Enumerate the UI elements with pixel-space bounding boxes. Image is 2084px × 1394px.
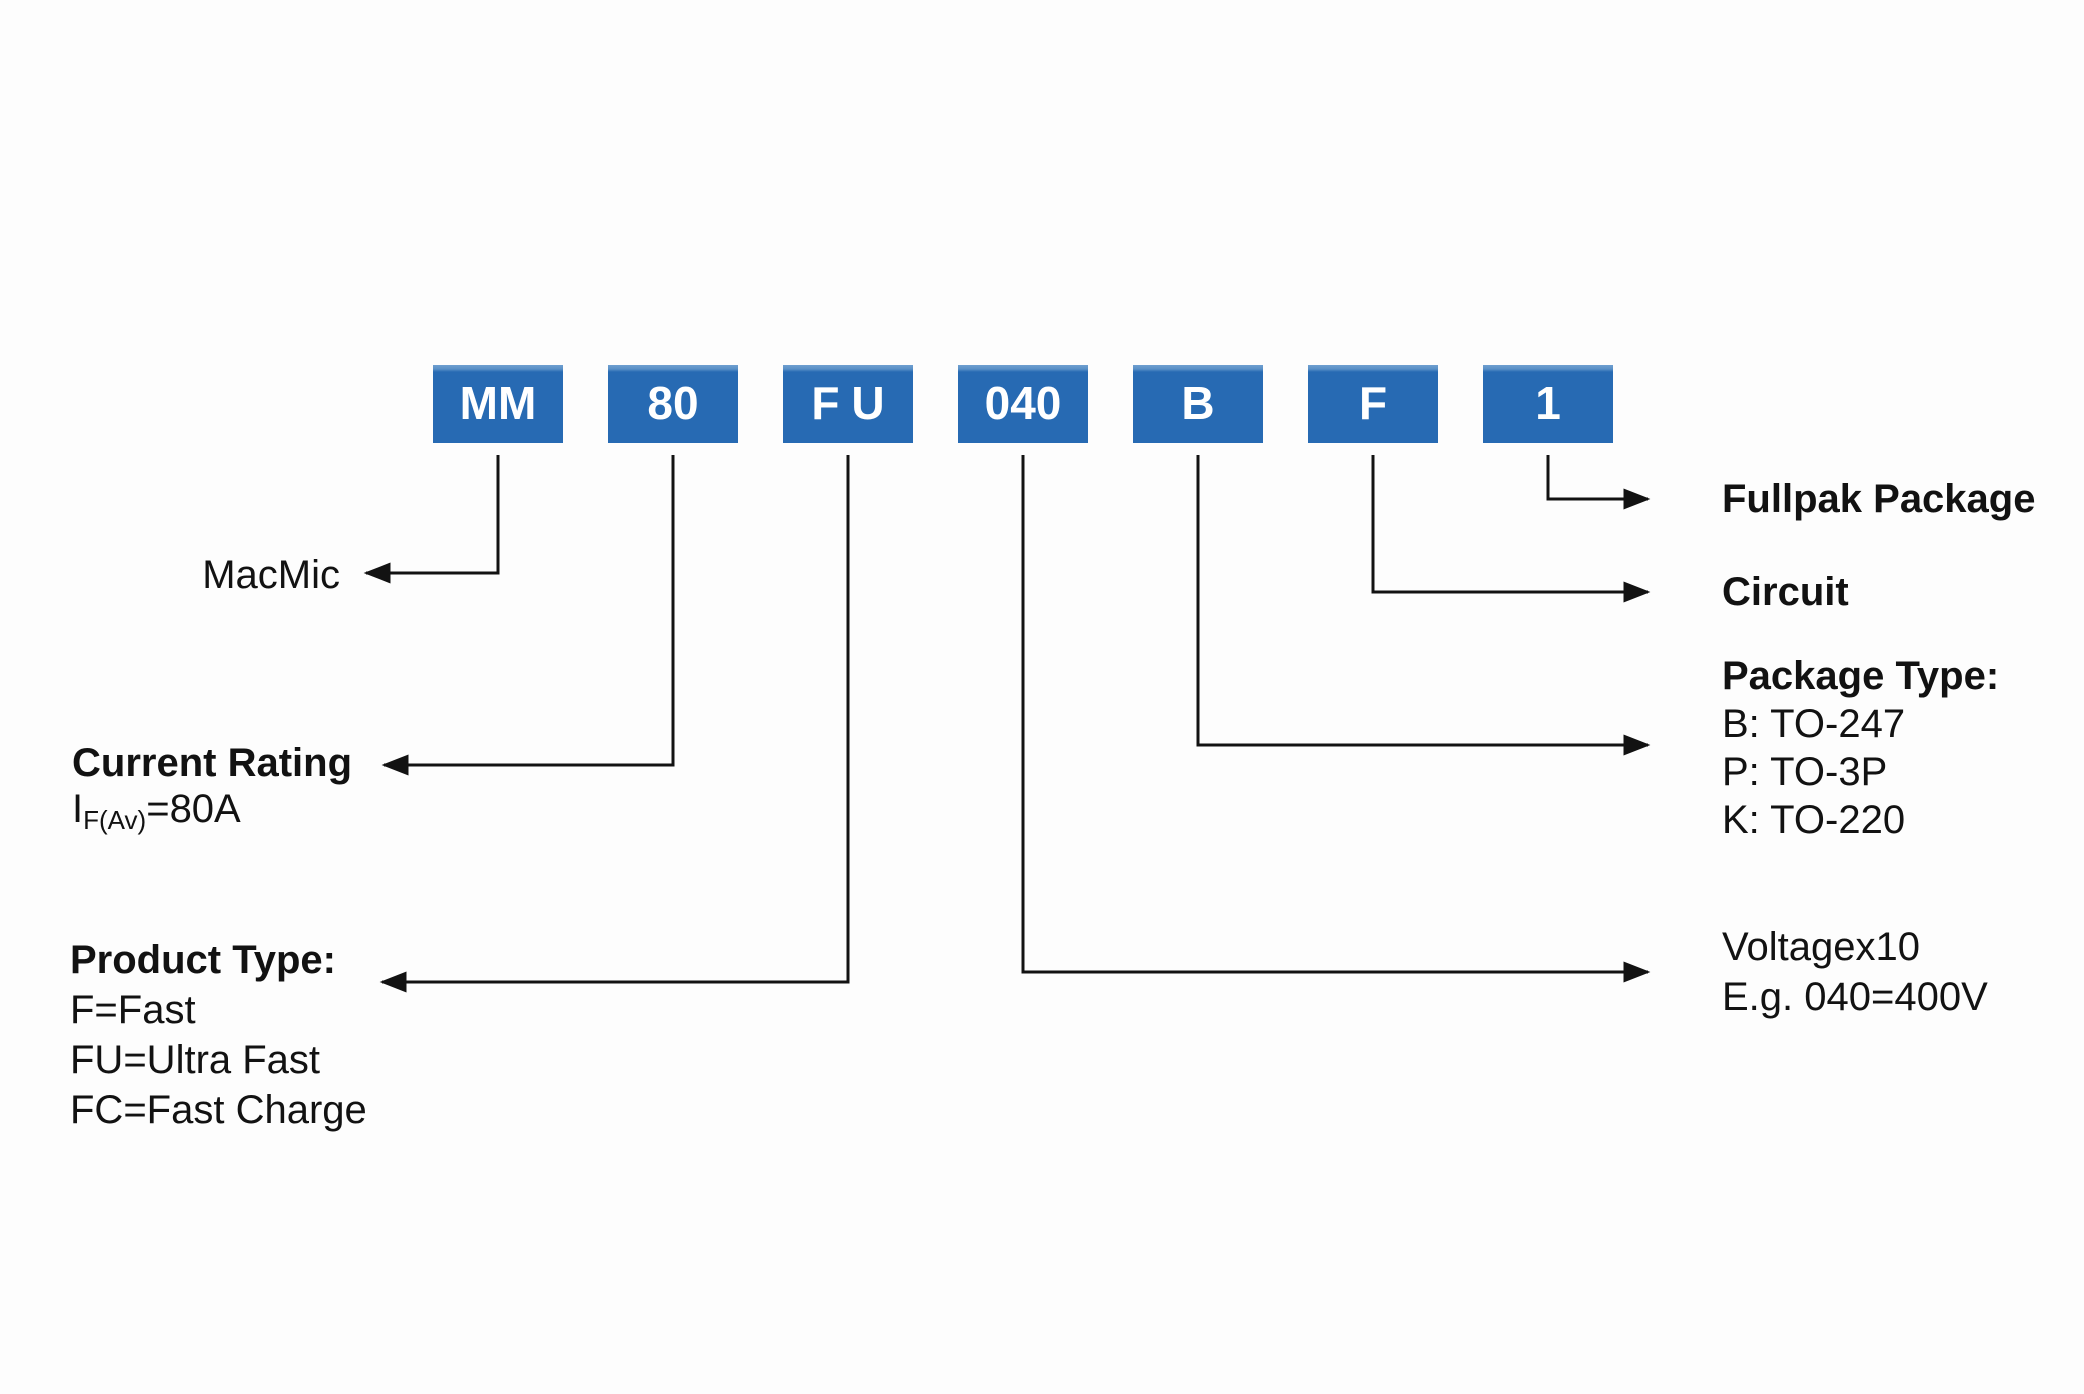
part-segment-box-f: F <box>1308 365 1438 443</box>
part-segment-code: 80 <box>647 377 699 429</box>
product-type-label: Product Type: F=Fast FU=Ultra Fast FC=Fa… <box>70 935 367 1135</box>
product-type-title: Product Type: <box>70 938 336 982</box>
current-symbol: I <box>72 787 84 831</box>
current-rating-label: Current Rating IF(Av)=80A <box>72 740 352 843</box>
fullpak-package-label: Fullpak Package <box>1722 477 2036 521</box>
current-rating-title: Current Rating <box>72 741 352 785</box>
connector-b-to-package-type <box>1196 455 1651 756</box>
part-segment-code: F <box>1358 377 1388 429</box>
macmic-label: MacMic <box>202 553 340 597</box>
product-type-item-fast: F=Fast <box>70 988 196 1032</box>
package-type-item-to220: K: TO-220 <box>1722 798 1906 842</box>
part-segment-code: B <box>1181 377 1215 429</box>
part-segment-code: 1 <box>1535 377 1561 429</box>
package-type-item-to247: B: TO-247 <box>1722 702 1906 746</box>
current-rating-detail: IF(Av)=80A <box>72 786 352 843</box>
voltage-line1: Voltagex10 <box>1722 925 1920 969</box>
connector-mm-to-macmic <box>363 455 500 584</box>
part-segment-box-040: 040 <box>958 365 1088 443</box>
part-segment-code: MM <box>459 377 537 429</box>
circuit-label: Circuit <box>1722 570 1849 614</box>
connector-fu-to-product-type <box>379 455 850 993</box>
part-segment-box-1: 1 <box>1483 365 1613 443</box>
product-type-item-fast-charge: FC=Fast Charge <box>70 1088 367 1132</box>
part-segment-box-mm: MM <box>433 365 563 443</box>
part-segment-code: FU <box>811 377 897 429</box>
package-type-label: Package Type: B: TO-247 P: TO-3P K: TO-2… <box>1722 652 1999 844</box>
current-value: =80A <box>146 787 241 831</box>
connector-80-to-current-rating <box>381 455 675 776</box>
product-type-item-ultra-fast: FU=Ultra Fast <box>70 1038 321 1082</box>
part-segment-box-fu: FU <box>783 365 913 443</box>
part-segment-code: 040 <box>984 377 1062 429</box>
connector-f-to-circuit <box>1371 455 1651 603</box>
part-segment-box-b: B <box>1133 365 1263 443</box>
voltage-label: Voltagex10 E.g. 040=400V <box>1722 922 1988 1022</box>
package-type-title: Package Type: <box>1722 654 2000 698</box>
voltage-example: E.g. 040=400V <box>1722 975 1988 1019</box>
connector-1-to-fullpak <box>1546 455 1651 510</box>
current-symbol-subscript: F(Av) <box>83 805 147 835</box>
package-type-item-to3p: P: TO-3P <box>1722 750 1888 794</box>
part-segment-box-80: 80 <box>608 365 738 443</box>
connector-040-to-voltage <box>1021 455 1651 983</box>
